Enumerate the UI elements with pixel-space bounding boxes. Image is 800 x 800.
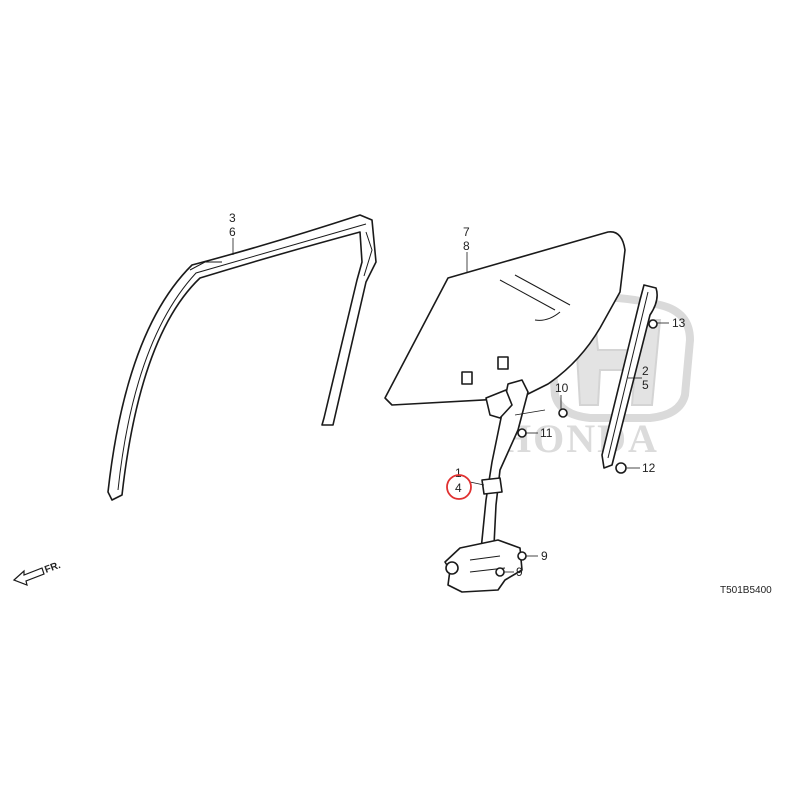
fastener-9a xyxy=(517,551,527,561)
callout-7: 7 xyxy=(463,225,470,239)
callout-9-lower: 9 xyxy=(516,565,523,579)
fastener-13 xyxy=(648,319,658,329)
callout-10: 10 xyxy=(555,381,569,395)
rear-run-channel xyxy=(601,284,658,469)
diagram-code: T501B5400 xyxy=(720,585,772,596)
callout-2: 2 xyxy=(642,364,649,378)
fastener-12 xyxy=(615,462,627,474)
highlight-circle xyxy=(446,474,472,500)
front-direction-label: FR. xyxy=(43,560,62,576)
callout-1: 1 xyxy=(455,466,462,480)
callout-8: 8 xyxy=(463,239,470,253)
callout-5: 5 xyxy=(642,378,649,392)
door-glass xyxy=(384,231,626,406)
door-sash-molding xyxy=(107,214,377,501)
window-regulator xyxy=(444,379,529,593)
leader-lines xyxy=(232,238,669,573)
fastener-11 xyxy=(517,428,527,438)
callout-3: 3 xyxy=(229,211,236,225)
callout-11: 11 xyxy=(540,426,553,440)
front-direction-indicator: FR. xyxy=(12,560,62,586)
front-arrow-icon xyxy=(12,567,45,586)
callout-9-upper: 9 xyxy=(541,549,548,563)
fastener-9b xyxy=(495,567,505,577)
fastener-10 xyxy=(558,408,568,418)
callout-12: 12 xyxy=(642,461,656,475)
callout-6: 6 xyxy=(229,225,236,239)
callout-13: 13 xyxy=(672,316,686,330)
honda-wordmark: HONDA xyxy=(500,416,659,461)
callout-4: 4 xyxy=(455,481,462,495)
